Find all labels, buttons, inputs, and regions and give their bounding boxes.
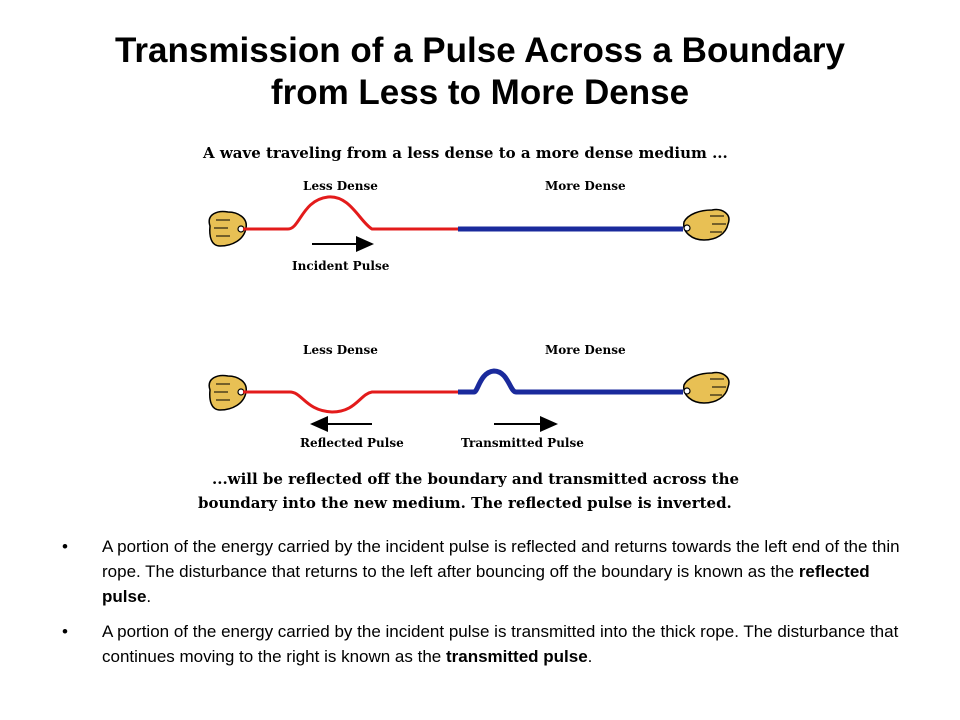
title-line-1: Transmission of a Pulse Across a Boundar…	[114, 31, 846, 70]
caption-top: A wave traveling from a less dense to a …	[202, 144, 728, 162]
label-reflected-pulse: Reflected Pulse	[300, 436, 404, 450]
title-line-2: from Less to More Dense	[270, 73, 690, 112]
left-hand-icon	[208, 374, 247, 411]
term-transmitted-pulse: transmitted pulse	[445, 647, 588, 666]
bullet-end: .	[587, 647, 593, 666]
label-transmitted-pulse: Transmitted Pulse	[461, 436, 584, 450]
label-incident-pulse: Incident Pulse	[292, 259, 390, 273]
right-hand-icon	[683, 208, 730, 241]
label-more-dense-1: More Dense	[545, 179, 626, 193]
label-less-dense-2: Less Dense	[303, 343, 378, 357]
bullet-item-reflected: • A portion of the energy carried by the …	[62, 534, 912, 609]
caption-bottom-line-2: boundary into the new medium. The reflec…	[198, 494, 732, 512]
thin-rope-incident	[243, 195, 458, 231]
slide-title: Transmission of a Pulse Across a Boundar…	[0, 30, 960, 114]
left-hand-icon	[208, 210, 247, 247]
right-hand-icon	[683, 371, 730, 404]
bullet-end: .	[146, 587, 152, 606]
thick-rope-transmitted	[458, 368, 683, 395]
caption-bottom-line-1: ...will be reflected off the boundary an…	[212, 470, 739, 488]
label-less-dense-1: Less Dense	[303, 179, 378, 193]
bullet-item-transmitted: • A portion of the energy carried by the …	[62, 619, 912, 669]
label-more-dense-2: More Dense	[545, 343, 626, 357]
panel-after-boundary: Less Dense More Dense Reflected Pulse Tr…	[208, 343, 730, 450]
bullet-marker: •	[62, 537, 68, 556]
bullet-list: • A portion of the energy carried by the …	[62, 534, 912, 679]
panel-incident: Less Dense More Dense Incident Pulse	[208, 179, 730, 273]
bullet-marker: •	[62, 622, 68, 641]
thin-rope-reflected	[243, 390, 458, 414]
bullet-text: A portion of the energy carried by the i…	[102, 537, 900, 581]
bullet-text: A portion of the energy carried by the i…	[102, 622, 899, 666]
term-reflected-pulse: reflected pulse	[102, 562, 870, 606]
